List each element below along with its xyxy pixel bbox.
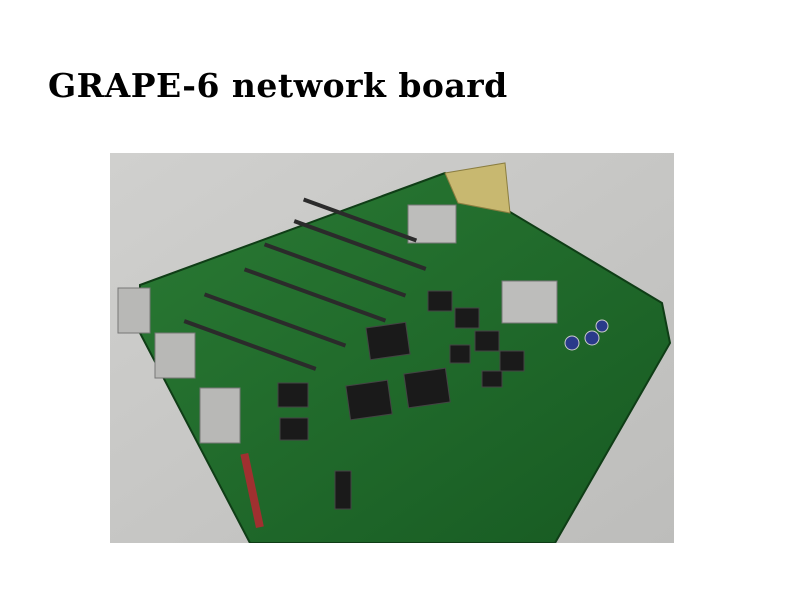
board-photo	[110, 153, 674, 543]
network-connectors	[117, 287, 241, 444]
chips	[277, 290, 525, 510]
pcb-illustration	[110, 153, 674, 543]
pin-header	[240, 452, 264, 529]
edge-connector	[444, 162, 511, 214]
capacitors	[564, 319, 609, 351]
slide-title: GRAPE-6 network board	[48, 66, 508, 105]
